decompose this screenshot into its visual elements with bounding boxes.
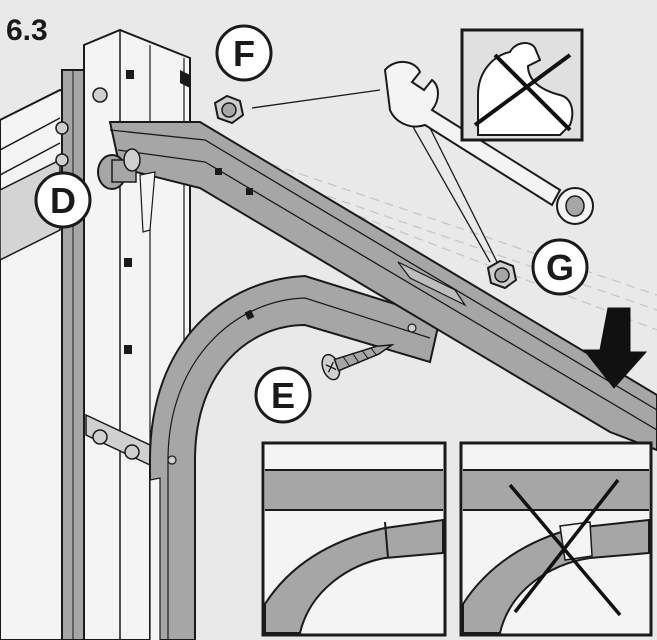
callout-e: E: [254, 366, 312, 424]
detail-view-incorrect: [459, 441, 653, 637]
leader-lines: [251, 89, 498, 263]
wrench-icon: [383, 61, 594, 225]
bolt-d: [97, 148, 141, 190]
detail-view-correct: [261, 441, 447, 637]
screw-e: [321, 343, 395, 381]
callout-g-label: G: [546, 247, 574, 288]
callout-g: G: [531, 238, 589, 296]
nut-g: [486, 259, 518, 290]
callout-d: D: [34, 171, 92, 229]
door-frame-left: [0, 69, 85, 640]
callout-e-label: E: [271, 375, 295, 416]
callout-f-label: F: [233, 33, 255, 74]
horizontal-rail: [108, 121, 657, 452]
no-excessive-force-icon: [460, 28, 584, 142]
step-number: 6.3: [6, 14, 48, 47]
curved-track: [149, 274, 442, 640]
push-down-arrow-icon: [582, 307, 648, 389]
callout-f: F: [215, 24, 273, 82]
callout-d-label: D: [50, 180, 76, 221]
nut-f: [213, 94, 245, 125]
